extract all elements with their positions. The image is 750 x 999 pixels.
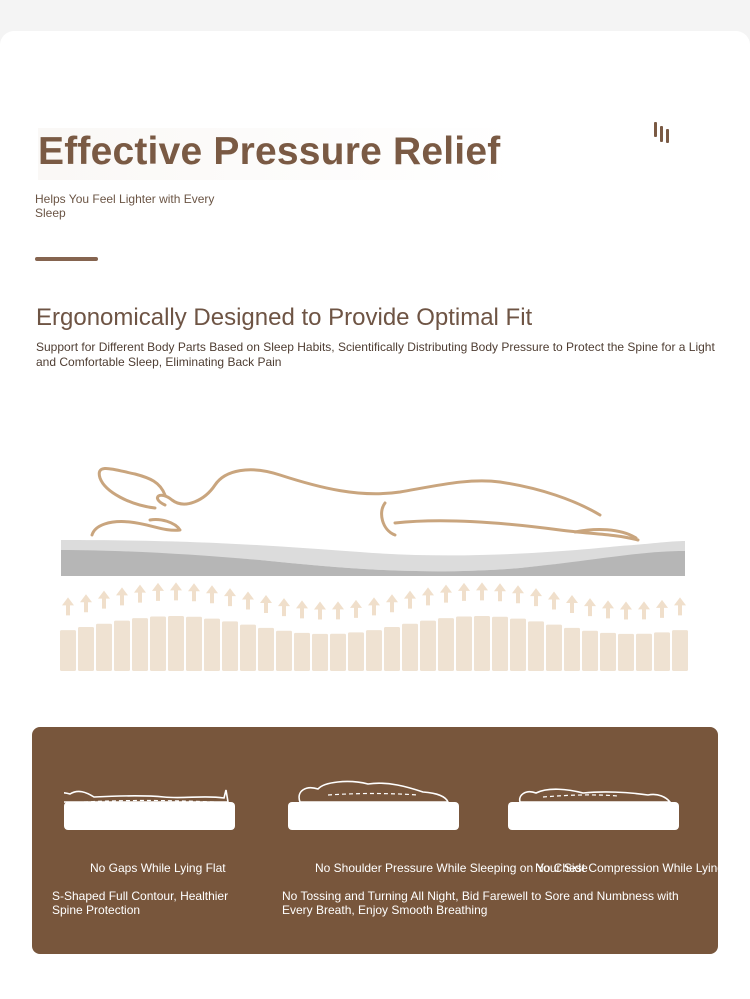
support-arrow — [224, 588, 236, 607]
page-title: Effective Pressure Relief — [38, 128, 521, 180]
spring-coil — [222, 621, 238, 671]
spring-coil — [312, 633, 328, 671]
support-arrow — [296, 600, 308, 619]
support-arrow — [620, 601, 632, 620]
spring-coil — [420, 620, 436, 671]
support-arrow — [404, 590, 416, 609]
spring-coil — [654, 632, 670, 671]
stomach-sleeper-icon — [518, 788, 672, 803]
feature-description-side: No Tossing and Turning All Night, Bid Fa… — [282, 889, 679, 917]
support-arrow — [278, 598, 290, 617]
spring-coil — [636, 633, 652, 671]
feature-label-back: No Gaps While Lying Flat — [90, 861, 226, 875]
spring-coil — [258, 627, 274, 671]
sleeping-body-outline — [90, 467, 640, 542]
support-arrow — [170, 582, 182, 601]
spring-coil — [600, 632, 616, 671]
support-arrow — [116, 587, 128, 606]
mattress-icon — [288, 802, 459, 830]
support-arrow — [80, 594, 92, 613]
spring-coil — [528, 621, 544, 671]
spring-coil — [456, 616, 472, 671]
support-arrow — [152, 582, 164, 601]
feature-description-back: S-Shaped Full Contour, Healthier Spine P… — [52, 889, 229, 917]
spring-coil — [582, 630, 598, 671]
support-arrows — [62, 582, 686, 620]
spring-coil — [546, 624, 562, 671]
spring-coil — [564, 627, 580, 671]
support-arrow — [602, 600, 614, 619]
support-arrow — [458, 582, 470, 601]
spring-coil — [276, 630, 292, 671]
support-arrow — [386, 594, 398, 613]
spring-coil — [114, 620, 130, 671]
spring-coil — [78, 627, 94, 671]
feature-label-stomach: No Chest Compression While Lying — [535, 861, 718, 875]
spring-coil — [132, 618, 148, 671]
spring-coil — [186, 616, 202, 671]
spring-coil — [348, 632, 364, 671]
spring-coil — [510, 618, 526, 671]
support-arrow — [260, 595, 272, 614]
support-arrow — [188, 583, 200, 602]
support-arrow — [674, 597, 686, 616]
support-arrow — [98, 590, 110, 609]
support-arrow — [656, 599, 668, 618]
mattress-top-layer — [61, 540, 685, 572]
subtitle: Helps You Feel Lighter with Every Sleep — [35, 192, 215, 220]
support-arrow — [242, 591, 254, 610]
support-arrow — [530, 588, 542, 607]
support-arrow — [566, 595, 578, 614]
support-arrow — [422, 587, 434, 606]
support-arrow — [584, 598, 596, 617]
support-arrow — [476, 582, 488, 601]
sleep-positions-panel: No Gaps While Lying Flat No Shoulder Pre… — [32, 727, 718, 954]
spring-coil — [492, 616, 508, 671]
spring-coil — [438, 618, 454, 671]
feature-label-side: No Shoulder Pressure While Sleeping on Y… — [315, 861, 588, 875]
support-arrow — [332, 601, 344, 620]
mattress-icon — [508, 802, 679, 830]
pocket-springs — [60, 616, 688, 671]
spring-coil — [60, 630, 76, 671]
support-arrow — [206, 585, 218, 604]
support-arrow — [494, 583, 506, 602]
support-arrow — [134, 584, 146, 603]
support-arrow — [314, 601, 326, 620]
support-arrow — [350, 599, 362, 618]
spring-coil — [294, 632, 310, 671]
spring-coil — [204, 618, 220, 671]
support-arrow — [512, 585, 524, 604]
spring-coil — [402, 623, 418, 671]
support-arrow — [440, 584, 452, 603]
spring-coil — [330, 633, 346, 671]
spring-coil — [168, 616, 184, 671]
back-sleeper-icon — [64, 789, 229, 803]
accent-divider — [35, 257, 98, 261]
support-arrow — [638, 601, 650, 620]
mattress-icon — [64, 802, 235, 830]
spring-coil — [672, 630, 688, 671]
support-arrow — [548, 591, 560, 610]
side-sleeper-icon — [298, 780, 450, 803]
mattress-core-layer — [61, 550, 685, 576]
spring-coil — [150, 616, 166, 671]
spring-coil — [474, 616, 490, 671]
spring-coil — [96, 623, 112, 671]
spring-coil — [384, 627, 400, 671]
spring-coil — [366, 630, 382, 671]
support-arrow — [368, 597, 380, 616]
mattress-support-illustration — [60, 467, 688, 671]
spring-coil — [240, 624, 256, 671]
support-arrow — [62, 597, 74, 616]
section-description: Support for Different Body Parts Based o… — [36, 340, 715, 369]
section-title: Ergonomically Designed to Provide Optima… — [36, 304, 533, 331]
spring-coil — [618, 633, 634, 671]
